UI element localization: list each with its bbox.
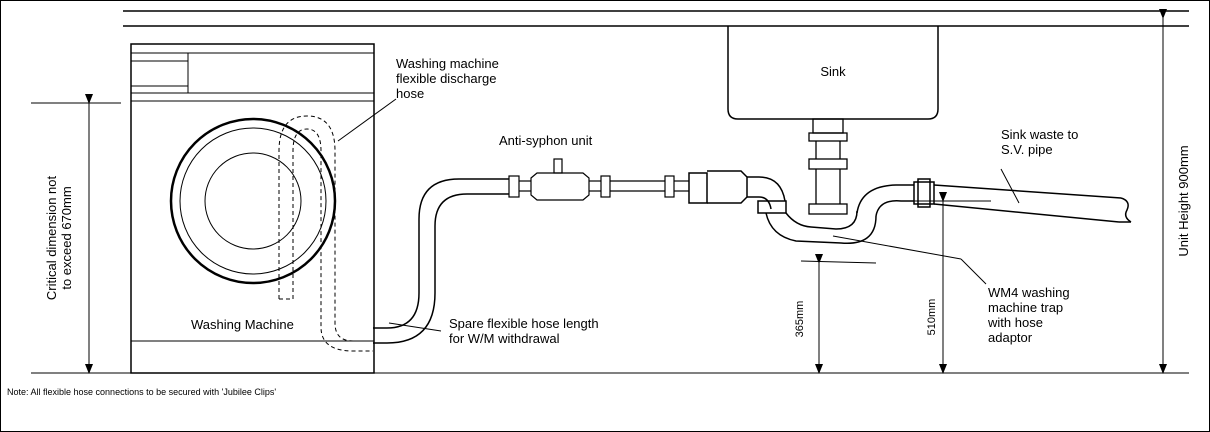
- svg-text:adaptor: adaptor: [988, 330, 1033, 345]
- hose-label-line3: hose: [396, 86, 424, 101]
- svg-text:Spare flexible hose length: Spare flexible hose length: [449, 316, 599, 331]
- spare-hose-line2: for W/M withdrawal: [449, 331, 560, 346]
- critical-line1: Critical dimension not: [44, 175, 59, 300]
- sink-label: Sink: [820, 64, 846, 79]
- critical-line2: to exceed 670mm: [59, 186, 74, 289]
- svg-text:for W/M withdrawal: for W/M withdrawal: [449, 331, 560, 346]
- wm4-trap: [688, 170, 877, 244]
- trap-line3: with hose: [987, 315, 1043, 330]
- svg-text:hose: hose: [396, 86, 424, 101]
- flexible-hose: [373, 178, 509, 344]
- svg-text:with hose: with hose: [987, 315, 1043, 330]
- svg-text:to exceed 670mm: to exceed 670mm: [59, 186, 74, 289]
- washing-machine: [130, 43, 375, 374]
- footnote: Note: All flexible hose connections to b…: [7, 387, 276, 397]
- door-outer: [169, 117, 337, 285]
- svg-text:Washing machine: Washing machine: [396, 56, 499, 71]
- door-glass: [204, 152, 302, 250]
- spare-hose-line1: Spare flexible hose length: [449, 316, 599, 331]
- svg-text:WM4 washing: WM4 washing: [988, 285, 1070, 300]
- trap-line1: WM4 washing: [988, 285, 1070, 300]
- hose-label-line2: flexible discharge: [396, 71, 496, 86]
- anti-syphon-unit: [508, 158, 689, 201]
- sink-tail-pipe: [808, 118, 848, 215]
- svg-text:S.V. pipe: S.V. pipe: [1001, 142, 1053, 157]
- trap-line2: machine trap: [988, 300, 1063, 315]
- sink-waste-line2: S.V. pipe: [1001, 142, 1053, 157]
- dim-365-label: 365mm: [794, 301, 806, 338]
- svg-text:flexible discharge: flexible discharge: [396, 71, 496, 86]
- dim-510-label: 510mm: [926, 299, 938, 336]
- unit-height-label: Unit Height 900mm: [1176, 145, 1191, 256]
- hose-label-line1: Washing machine: [396, 56, 499, 71]
- svg-text:machine trap: machine trap: [988, 300, 1063, 315]
- sink-waste-pipe: [856, 178, 1132, 223]
- washing-machine-label: Washing Machine: [191, 317, 294, 332]
- svg-text:Critical dimension not: Critical dimension not: [44, 175, 59, 300]
- sink-waste-line1: Sink waste to: [1001, 127, 1078, 142]
- leader-lines: [337, 98, 1020, 332]
- dimension-lines: [31, 9, 1167, 374]
- anti-syphon-label: Anti-syphon unit: [499, 133, 593, 148]
- svg-text:Sink waste to: Sink waste to: [1001, 127, 1078, 142]
- trap-line4: adaptor: [988, 330, 1033, 345]
- internal-hose-dashed: [278, 115, 373, 352]
- worktop: [123, 10, 1189, 27]
